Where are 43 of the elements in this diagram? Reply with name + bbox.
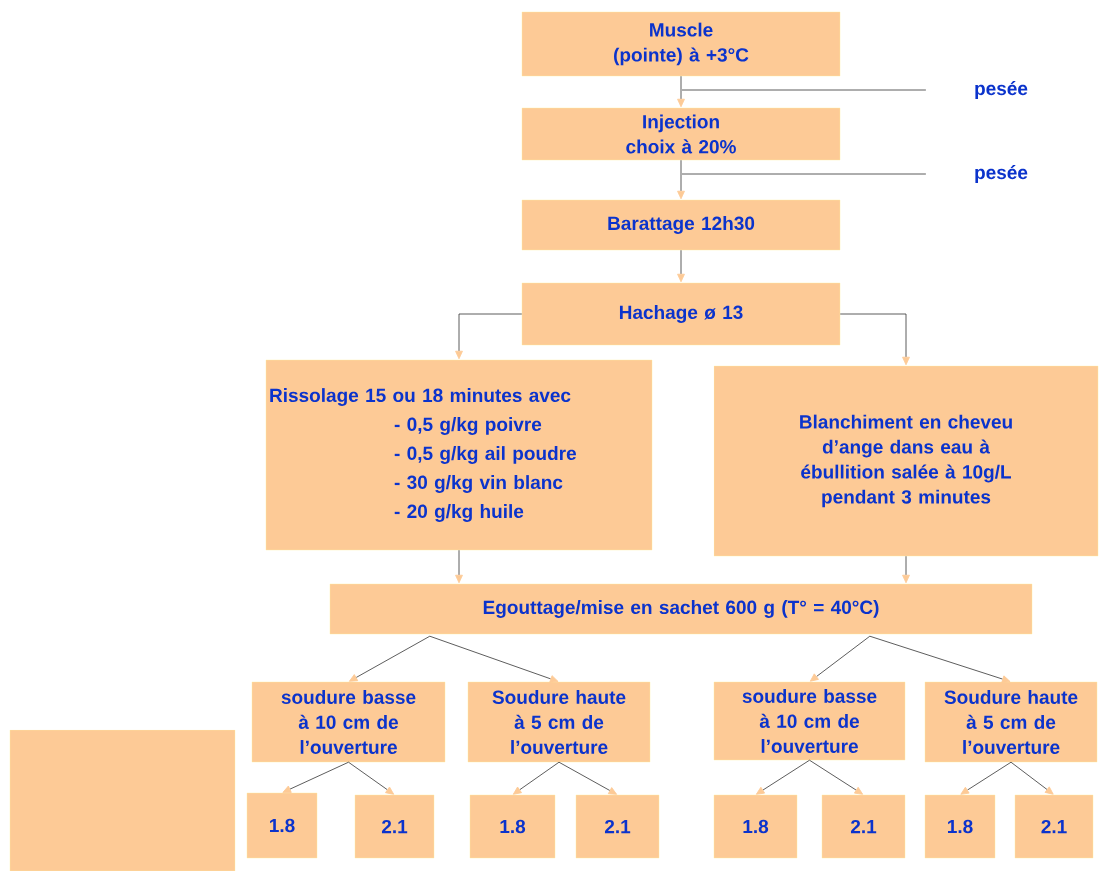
arrow [809, 759, 864, 795]
leader-line [681, 89, 927, 91]
arrow [869, 635, 1011, 683]
process-box: 2.1 [575, 794, 660, 859]
arrow [960, 761, 1012, 795]
process-box: Rissolage 15 ou 18 minutes avec - 0,5 g/kg poivre - 0,5 g/kg ail poudre - 30 g/kg vin blanc - 20 g/kg huile [265, 359, 653, 551]
arrow [512, 761, 560, 795]
arrow [677, 159, 685, 200]
arrow [348, 635, 431, 682]
leader-line [681, 173, 927, 175]
arrow [1010, 761, 1054, 795]
process-box: soudure basse à 10 cm de l’ouverture [713, 681, 906, 761]
arrow [677, 75, 685, 108]
annotation-text: pesée [975, 165, 1028, 183]
arrow [809, 635, 871, 682]
process-box: Blanchiment en cheveu d’ange dans eau à ébullition salée à 10g/L pendant 3 minutes [713, 365, 1099, 557]
annotation-text: pesée [975, 81, 1028, 99]
process-box: 1.8 [713, 794, 798, 859]
process-box: soudure basse à 10 cm de l’ouverture [251, 681, 446, 763]
process-box: Soudure haute à 5 cm de l’ouverture [924, 681, 1098, 763]
arrow [839, 313, 910, 366]
process-box: 1.8 [924, 794, 996, 859]
process-box: Soudure haute à 5 cm de l’ouverture [467, 681, 651, 763]
arrow [755, 759, 810, 795]
process-box: 1.8 [246, 792, 318, 859]
arrow [429, 635, 559, 683]
process-box: 2.1 [1014, 794, 1094, 859]
arrow [282, 761, 349, 793]
empty-box [9, 729, 236, 871]
arrow [902, 555, 910, 584]
arrow [558, 761, 618, 795]
process-box: Egouttage/mise en sachet 600 g (T° = 40°C) [329, 583, 1033, 635]
arrow [455, 549, 463, 584]
process-box: 1.8 [469, 794, 556, 859]
process-box: 2.1 [354, 794, 435, 859]
process-box: 2.1 [821, 794, 906, 859]
arrow [677, 249, 685, 283]
process-box: Hachage ø 13 [521, 282, 841, 346]
arrow [348, 761, 395, 795]
arrow [455, 313, 523, 360]
process-box: Muscle (pointe) à +3°C [521, 11, 841, 77]
process-box: Barattage 12h30 [521, 199, 841, 251]
process-box: Injection choix à 20% [521, 107, 841, 161]
